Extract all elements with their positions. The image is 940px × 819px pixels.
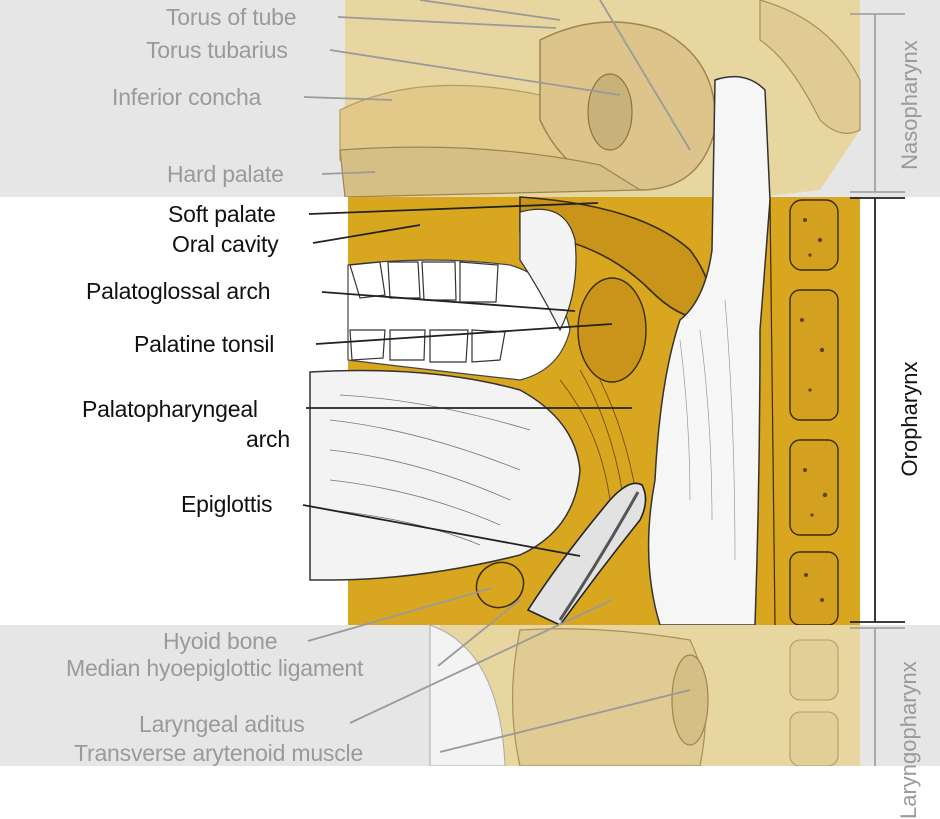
lumen-texture	[679, 299, 736, 561]
oropharynx-bracket	[850, 197, 905, 623]
pharyngeal-opening	[587, 73, 633, 151]
laryngopharynx-bracket	[850, 627, 905, 766]
lower-teeth	[349, 329, 506, 363]
label-transverse-arytenoid-muscle: Transverse arytenoid muscle	[74, 740, 364, 766]
label-epiglottis: Epiglottis	[181, 491, 273, 517]
posterior-wall-upper	[759, 0, 861, 134]
label-torus-tubarius: Torus tubarius	[146, 37, 288, 63]
label-median-hyoepiglottic-ligament: Median hyoepiglottic ligament	[66, 655, 364, 681]
label-laryngeal-aditus: Laryngeal aditus	[139, 711, 305, 737]
label-oral-cavity: Oral cavity	[172, 231, 279, 257]
label-torus-of-tube: Torus of tube	[166, 4, 297, 30]
region-label-nasopharynx: Nasopharynx	[897, 40, 922, 170]
label-palatine-tonsil: Palatine tonsil	[134, 331, 275, 357]
lower-vertebrae	[789, 639, 839, 766]
label-palatoglossal-arch: Palatoglossal arch	[86, 278, 271, 304]
nasopharynx-bracket	[850, 13, 905, 193]
uvula-white	[519, 208, 577, 332]
vertebrae-speckles	[800, 218, 828, 602]
leader-lines-faded	[303, 0, 691, 753]
cervical-vertebrae	[789, 199, 839, 626]
label-inferior-concha: Inferior concha	[112, 84, 262, 110]
hyoid-bone-shape	[475, 561, 525, 609]
prevertebral-line	[769, 199, 776, 626]
tongue-striations	[329, 394, 531, 546]
label-hyoid-bone: Hyoid bone	[163, 628, 278, 654]
palatine-tonsil-shape	[577, 277, 647, 383]
hard-palate-shape	[339, 146, 643, 198]
anatomy-illustration	[0, 0, 940, 766]
epiglottis-cartilage	[558, 491, 640, 621]
label-palatopharyngeal-arch-line2: arch	[246, 426, 290, 452]
arytenoid-shape	[671, 654, 709, 746]
region-brackets	[850, 13, 905, 766]
region-label-oropharynx: Oropharynx	[897, 361, 922, 477]
pharyngeal-lumen	[647, 75, 771, 626]
label-hard-palate: Hard palate	[167, 161, 284, 187]
label-soft-palate: Soft palate	[168, 201, 276, 227]
epiglottis-shape	[526, 482, 647, 627]
leader-lines-dark	[302, 202, 632, 557]
label-palatopharyngeal-arch-line1: Palatopharyngeal	[82, 396, 258, 422]
upper-teeth	[349, 261, 499, 303]
region-label-laryngopharynx: Laryngopharynx	[896, 661, 921, 819]
